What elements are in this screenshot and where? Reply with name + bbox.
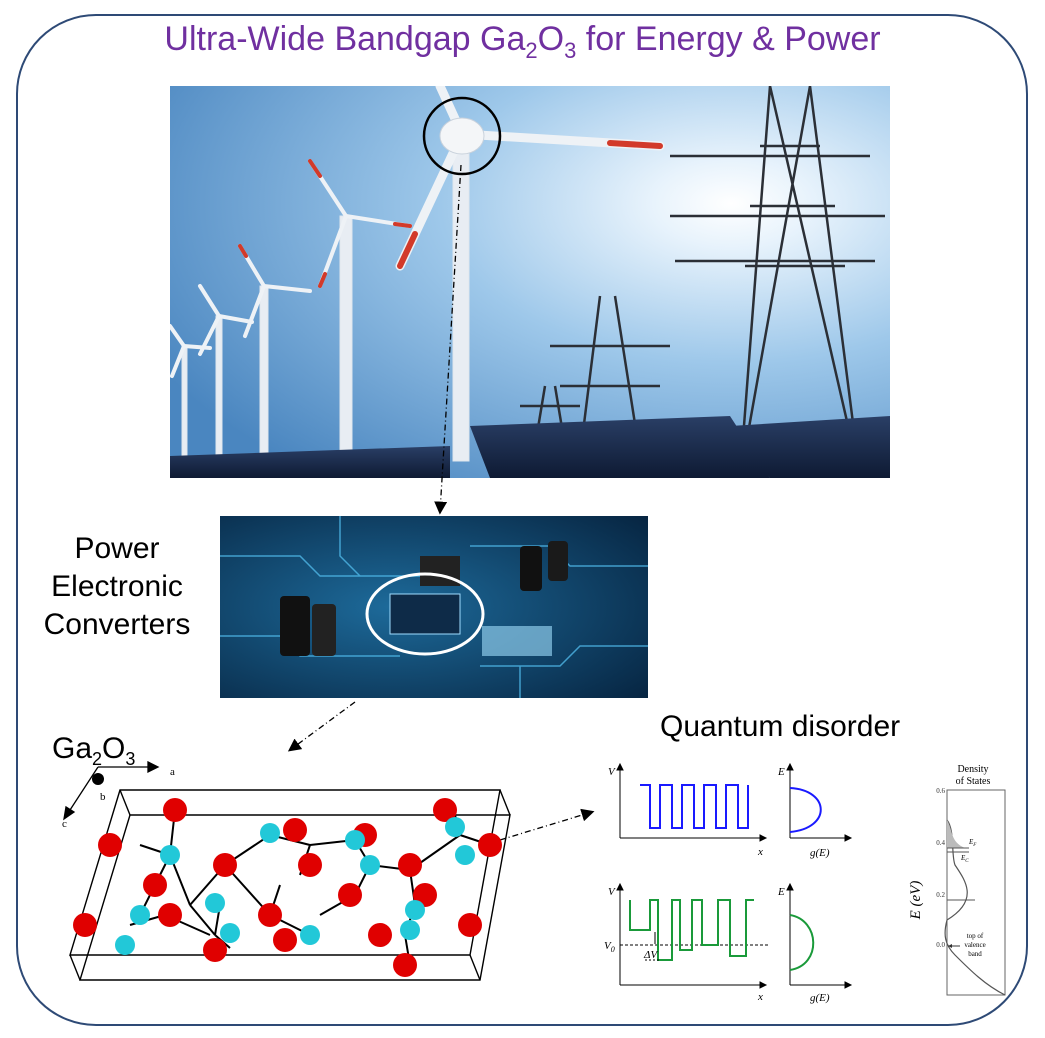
valence-label-line2: valence (964, 941, 985, 949)
quantum-disorder-label: Quantum disorder (660, 710, 901, 743)
v0-label: V0 (604, 940, 615, 954)
rounded-frame (16, 14, 1028, 1026)
valence-label-line1: top of (967, 932, 984, 940)
dos-tick-0.6: 0.6 (936, 787, 945, 795)
dos-tick-0.4: 0.4 (936, 839, 945, 847)
ec-label: EC (960, 854, 969, 864)
circuit-board-image (220, 516, 648, 698)
top-left-ylabel: V (608, 766, 616, 778)
top-left-xlabel: x (757, 846, 763, 858)
quantum-disorder-plots: V x E g(E) V x V0 ΔV E g(E) (604, 762, 853, 1004)
top-right-xlabel: g(E) (810, 847, 830, 859)
dos-ylabel: E (eV) (908, 881, 924, 921)
axis-c-label: c (62, 818, 67, 830)
page-title: Ultra-Wide Bandgap Ga2O3 for Energy & Po… (164, 20, 881, 63)
valence-label-line3: band (968, 950, 982, 958)
axis-b-dot (92, 773, 104, 785)
delta-v-label: ΔV (643, 949, 658, 961)
oxygen-atoms (73, 798, 502, 977)
dos-curve (944, 819, 1006, 996)
bottom-right-xlabel: g(E) (810, 992, 830, 1004)
density-of-states-chart: Density of States 0.6 0.4 0.2 0.0 E (eV)… (908, 764, 1006, 996)
dos-tick-0.2: 0.2 (936, 891, 945, 899)
ga2o3-label: Ga2O3 (52, 732, 136, 769)
periodic-dos-curve (789, 787, 822, 833)
bottom-left-xlabel: x (757, 991, 763, 1003)
periodic-potential-line (640, 784, 749, 829)
bottom-right-ylabel: E (777, 886, 785, 898)
disordered-dos-curve (789, 914, 815, 971)
crystal-structure: a b c (62, 760, 511, 981)
power-electronic-converters-label: Power Electronic Converters (43, 532, 191, 641)
axis-b-label: b (100, 791, 106, 803)
dos-filled-tail (947, 820, 965, 848)
axis-a-label: a (170, 766, 175, 778)
ef-label: EF (968, 838, 977, 848)
disordered-potential-line (629, 899, 754, 961)
top-right-ylabel: E (777, 766, 785, 778)
bottom-left-ylabel: V (608, 886, 616, 898)
wind-turbine-photo (170, 86, 890, 478)
dos-title-line2: of States (956, 776, 991, 787)
dos-tick-0.0: 0.0 (936, 941, 945, 949)
gallium-atoms (115, 817, 475, 955)
dos-title-line1: Density (957, 764, 988, 775)
